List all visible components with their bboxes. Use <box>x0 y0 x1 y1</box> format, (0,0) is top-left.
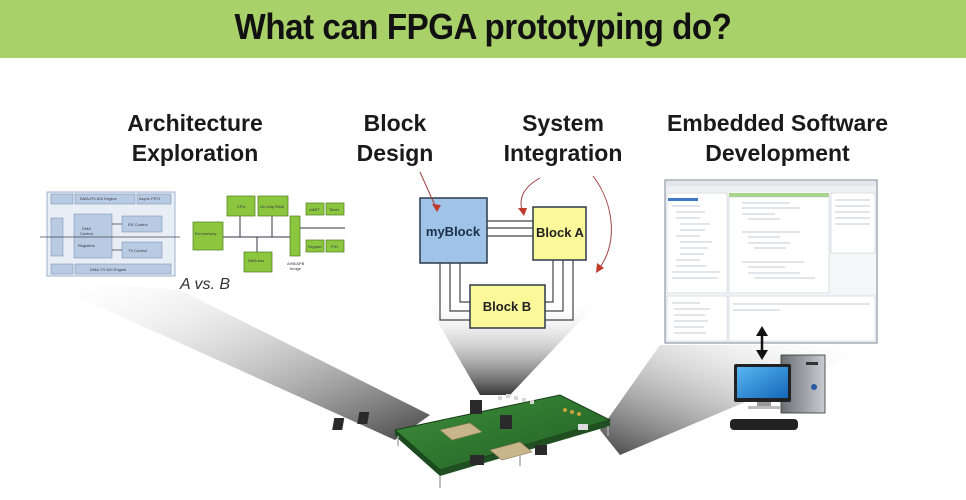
myblock-box <box>419 197 488 264</box>
svg-text:TX Control: TX Control <box>128 248 147 253</box>
fpga-board-icon <box>332 394 612 488</box>
svg-text:DMA-RX AXI Engine: DMA-RX AXI Engine <box>80 196 117 201</box>
svg-text:PIO: PIO <box>331 244 338 249</box>
double-arrow-icon <box>756 326 768 360</box>
cone-left <box>40 280 430 440</box>
svg-text:DMA bus: DMA bus <box>248 258 264 263</box>
page-title: What can FPGA prototyping do? <box>234 6 732 47</box>
block-a-box <box>532 206 587 261</box>
title-banner: What can FPGA prototyping do? <box>0 0 966 58</box>
architecture-diagram-b: CPU On-chip RAM Ext memory DMA bus UART … <box>192 195 345 273</box>
block-b-box <box>469 284 546 329</box>
block-a-label: Block A <box>536 225 585 240</box>
block-b-label: Block B <box>483 299 531 314</box>
svg-text:Async FIFO: Async FIFO <box>139 196 160 201</box>
cone-middle <box>425 300 600 395</box>
svg-text:RX Control: RX Control <box>128 222 148 227</box>
svg-text:CPU: CPU <box>237 204 246 209</box>
heading-block-design: Block Design <box>356 110 434 166</box>
svg-text:DMA-TX AXI Engine: DMA-TX AXI Engine <box>90 267 127 272</box>
svg-text:DMA: DMA <box>82 226 91 231</box>
heading-embedded-software-development: Embedded Software Development <box>666 110 889 166</box>
svg-text:Keypad: Keypad <box>308 244 322 249</box>
arrow-integration-b <box>592 175 612 271</box>
architecture-diagram-a: DMA-RX AXI Engine Async FIFO DMA Control… <box>40 191 180 277</box>
arrow-block-design <box>419 171 438 211</box>
a-vs-b-label: A vs. B <box>180 276 231 293</box>
ide-screenshot <box>664 179 878 344</box>
svg-text:UART: UART <box>309 207 320 212</box>
heading-system-integration: System Integration <box>503 110 623 166</box>
svg-text:Ext memory: Ext memory <box>195 231 216 236</box>
svg-text:Control: Control <box>80 231 93 236</box>
svg-text:On-chip RAM: On-chip RAM <box>260 204 284 209</box>
svg-text:Timer: Timer <box>329 207 340 212</box>
svg-text:Registers: Registers <box>78 243 95 248</box>
block-design-diagram: myBlock Block A Block B <box>419 171 612 329</box>
svg-text:AHB/APB: AHB/APB <box>287 261 305 266</box>
desktop-computer-icon <box>730 354 826 430</box>
myblock-label: myBlock <box>426 224 481 239</box>
heading-architecture-exploration: Architecture Exploration <box>127 110 263 166</box>
svg-text:bridge: bridge <box>290 266 302 271</box>
